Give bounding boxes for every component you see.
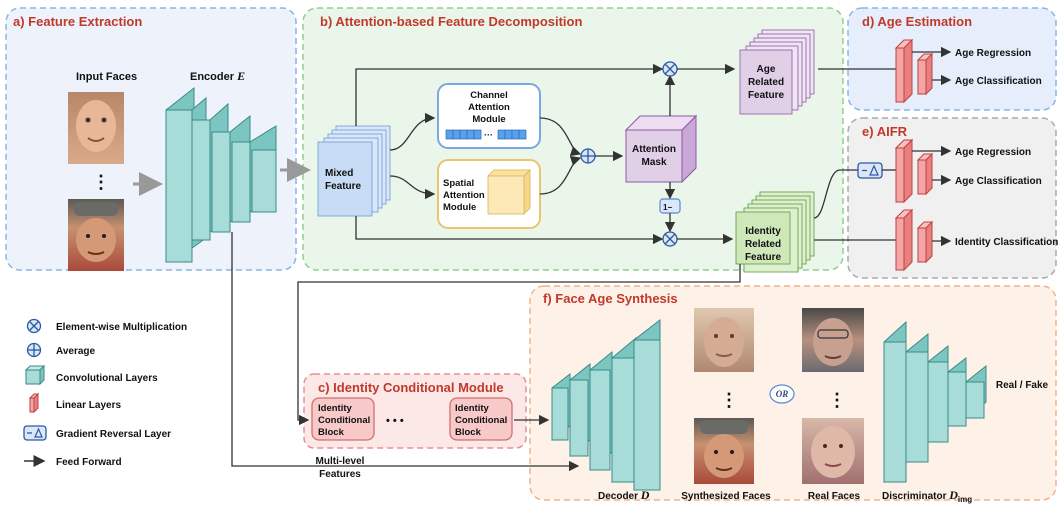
legend-feed-forward-label: Feed Forward [56, 457, 122, 468]
or-label: OR [776, 389, 789, 399]
age-related-feature-block [739, 29, 815, 115]
title-aifr: e) AIFR [862, 124, 908, 139]
discriminator-label: Discriminator Dimg [882, 488, 972, 504]
input-face-bottom [68, 199, 124, 271]
input-face-top [68, 92, 124, 164]
identity-classification-label: Identity Classification [955, 237, 1058, 248]
real-face-top [802, 308, 864, 372]
identity-related-feature-block [735, 191, 815, 273]
or-badge [769, 384, 795, 404]
convolutional-layer-icon [24, 364, 46, 386]
identity-classification-linear-layers [894, 208, 934, 272]
age-multiply-icon [662, 61, 678, 77]
age-regression-label: Age Regression [955, 48, 1031, 59]
synthesized-face-bottom [694, 418, 754, 484]
legend-grl-label: Gradient Reversal Layer [56, 429, 171, 440]
title-identity-conditional-module: c) Identity Conditional Module [318, 380, 504, 395]
identity-conditional-block-1 [311, 397, 375, 441]
identity-multiply-icon [662, 231, 678, 247]
decoder-label: Decoder D [598, 488, 650, 502]
legend: Element-wise Multiplication Average Conv… [23, 318, 187, 468]
age-classification-label: Age Classification [955, 76, 1042, 87]
attention-mask-cube [624, 114, 698, 184]
aifr-panel [847, 117, 1057, 279]
age-estimation-linear-layers [894, 38, 934, 104]
mixed-to-age-multiply-arrow [355, 63, 664, 126]
aifr-age-regression-label: Age Regression [955, 147, 1031, 158]
element-wise-multiplication-icon [26, 318, 42, 334]
channel-to-average-arrow [539, 117, 582, 157]
feature-extraction-panel [5, 7, 297, 271]
gradient-reversal-icon [23, 425, 47, 441]
average-op-icon [580, 148, 596, 164]
real-face-bottom [802, 418, 864, 484]
spatial-to-average-arrow [539, 155, 582, 195]
title-feature-extraction: a) Feature Extraction [13, 14, 142, 29]
synthesized-faces-ellipsis: ⋮ [720, 390, 738, 410]
mixed-to-id-multiply-arrow [355, 216, 664, 245]
discriminator-conv-stack [883, 320, 987, 484]
aifr-age-linear-layers [894, 138, 934, 204]
real-faces-ellipsis: ⋮ [828, 390, 846, 410]
decoder-conv-stack [551, 318, 661, 492]
identity-to-grl-arrow [813, 169, 858, 219]
legend-multiplication-label: Element-wise Multiplication [56, 322, 187, 333]
real-faces-label: Real Faces [808, 491, 861, 502]
channel-vector-dots: ··· [484, 130, 493, 140]
identity-conditional-block-2 [449, 397, 513, 441]
gradient-reversal-icon [857, 162, 883, 179]
encoder-label: Encoder E [190, 69, 245, 83]
aifr-age-classification-label: Age Classification [955, 176, 1042, 187]
title-face-age-synthesis: f) Face Age Synthesis [543, 291, 678, 306]
title-age-estimation: d) Age Estimation [862, 14, 972, 29]
input-faces-ellipsis: ⋮ [92, 172, 110, 192]
title-attention-decomposition: b) Attention-based Feature Decomposition [320, 14, 582, 29]
synthesized-faces-label: Synthesized Faces [681, 491, 771, 502]
synthesized-face-top [694, 308, 754, 372]
mixed-feature-block [317, 125, 391, 217]
mixed-to-channel-arrow [389, 112, 436, 151]
linear-layer-icon [28, 392, 40, 414]
spatial-map-icon [487, 169, 531, 215]
multi-level-features-arrow [231, 232, 580, 472]
channel-vector-icon [445, 129, 527, 140]
mixed-to-spatial-arrow [389, 175, 436, 200]
one-minus-label: 1− [663, 203, 672, 212]
identity-to-icm-arrow [297, 264, 741, 426]
real-fake-label: Real / Fake [996, 380, 1049, 391]
legend-linear-label: Linear Layers [56, 400, 121, 411]
legend-conv-label: Convolutional Layers [56, 373, 158, 384]
icb-ellipsis: • • • [386, 415, 404, 427]
average-icon [26, 342, 42, 358]
input-faces-label: Input Faces [76, 71, 137, 83]
encoder-conv-stack [165, 86, 277, 264]
legend-average-label: Average [56, 346, 96, 357]
